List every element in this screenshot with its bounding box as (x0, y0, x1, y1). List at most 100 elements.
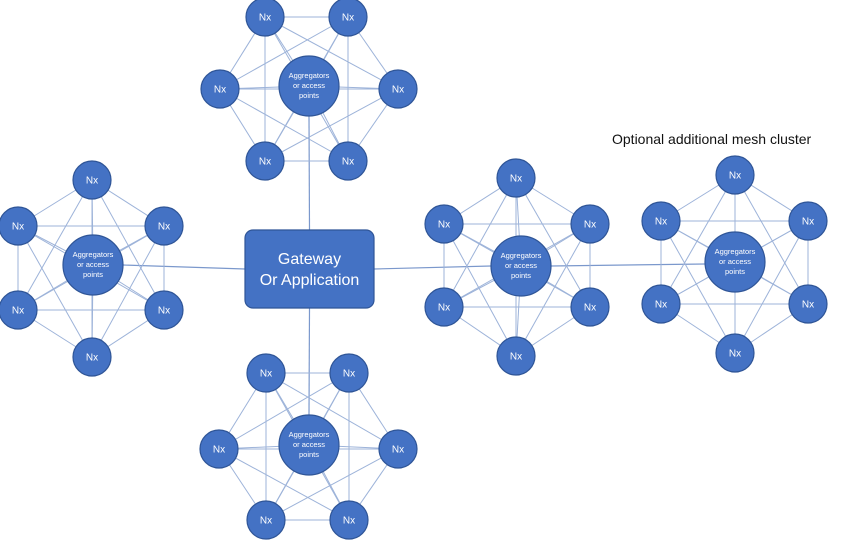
nx-node: Nx (245, 141, 285, 181)
aggregator-hub-label: Aggregators (289, 430, 330, 439)
nx-node: Nx (570, 204, 610, 244)
nx-node-label: Nx (259, 13, 271, 24)
aggregator-hub-circle (278, 414, 340, 476)
mesh-edge (443, 177, 517, 308)
nx-node-label: Nx (213, 445, 225, 456)
nx-node: Nx (199, 429, 239, 469)
nx-node-label: Nx (802, 217, 814, 228)
nx-node-label: Nx (260, 516, 272, 527)
nx-node-circle (641, 201, 681, 241)
nx-node-label: Nx (12, 222, 24, 233)
nx-node-circle (496, 336, 536, 376)
aggregator-hub-label: Aggregators (289, 71, 330, 80)
aggregator-hub-circle (62, 234, 124, 296)
trunk-link-bottom (308, 307, 311, 416)
nx-node-circle (0, 206, 38, 246)
gateway-label-line1: Gateway (278, 251, 341, 268)
nx-node-label: Nx (584, 303, 596, 314)
trunk-link-top (308, 115, 311, 231)
nx-node-label: Nx (655, 217, 667, 228)
nx-node-circle (246, 500, 286, 540)
mesh-edge (734, 174, 809, 305)
nx-node-circle (715, 155, 755, 195)
mesh-edge (264, 16, 399, 90)
nx-node-circle (570, 287, 610, 327)
nx-node-circle (329, 500, 369, 540)
nx-node: Nx (328, 141, 368, 181)
nx-node-circle (496, 158, 536, 198)
nx-node: Nx (329, 500, 369, 540)
nx-node-circle (329, 353, 369, 393)
nx-node: Nx (715, 155, 755, 195)
optional-cluster-caption: Optional additional mesh cluster (612, 131, 812, 147)
nx-node-circle (641, 284, 681, 324)
nx-node: Nx (424, 204, 464, 244)
aggregator-hub-label: points (299, 450, 319, 459)
nx-node: Nx (788, 201, 828, 241)
trunk-link-optional (550, 263, 706, 267)
nx-node-label: Nx (342, 157, 354, 168)
gateway-box: Gateway Or Application (244, 229, 375, 309)
nx-node-circle (570, 204, 610, 244)
nx-node: Nx (246, 353, 286, 393)
nx-node-circle (788, 284, 828, 324)
mesh-edge (218, 448, 350, 521)
nx-node: Nx (0, 206, 38, 246)
nx-node: Nx (246, 500, 286, 540)
nx-node: Nx (200, 69, 240, 109)
nx-node-label: Nx (86, 353, 98, 364)
nx-node-label: Nx (438, 303, 450, 314)
mesh-edge (218, 372, 350, 450)
nx-node-circle (424, 287, 464, 327)
mesh-edge (660, 220, 736, 354)
nx-node-label: Nx (729, 349, 741, 360)
aggregator-hub-label: Aggregators (715, 247, 756, 256)
nx-node-circle (788, 201, 828, 241)
nx-node-label: Nx (510, 174, 522, 185)
nx-node-label: Nx (342, 13, 354, 24)
nx-node-circle (328, 141, 368, 181)
nx-node: Nx (378, 69, 418, 109)
nx-node-circle (72, 337, 112, 377)
nx-node-circle (424, 204, 464, 244)
aggregator-hub-label: or access (505, 261, 537, 270)
nx-node-label: Nx (86, 176, 98, 187)
trunk-link-right (373, 265, 492, 270)
nx-node-label: Nx (259, 157, 271, 168)
nx-node: Nx (378, 429, 418, 469)
nx-node-circle (200, 69, 240, 109)
nx-node-circle (378, 429, 418, 469)
mesh-edge (265, 372, 399, 450)
gateway-label-line2: Or Application (260, 272, 360, 289)
nx-node-label: Nx (392, 85, 404, 96)
nx-node-circle (245, 141, 285, 181)
mesh-edge (264, 88, 399, 162)
mesh-edge (219, 88, 349, 162)
mesh-edge (443, 223, 517, 357)
nx-node-label: Nx (392, 445, 404, 456)
aggregator-hub-label: points (725, 267, 745, 276)
nx-node-label: Nx (158, 306, 170, 317)
nx-node: Nx (641, 284, 681, 324)
nx-node-label: Nx (260, 369, 272, 380)
nx-node-label: Nx (12, 306, 24, 317)
nx-node-label: Nx (655, 300, 667, 311)
mesh-edge (17, 225, 93, 358)
aggregator-hub-label: points (83, 270, 103, 279)
nx-node-label: Nx (438, 220, 450, 231)
nx-node: Nx (0, 290, 38, 330)
nx-node-circle (328, 0, 368, 37)
aggregator-hub-label: points (511, 271, 531, 280)
trunk-link-left (122, 264, 246, 270)
nx-node-circle (144, 206, 184, 246)
nx-node-label: Nx (729, 171, 741, 182)
nx-node-circle (72, 160, 112, 200)
nx-node: Nx (72, 337, 112, 377)
nx-node-circle (246, 353, 286, 393)
nx-node-circle (715, 333, 755, 373)
